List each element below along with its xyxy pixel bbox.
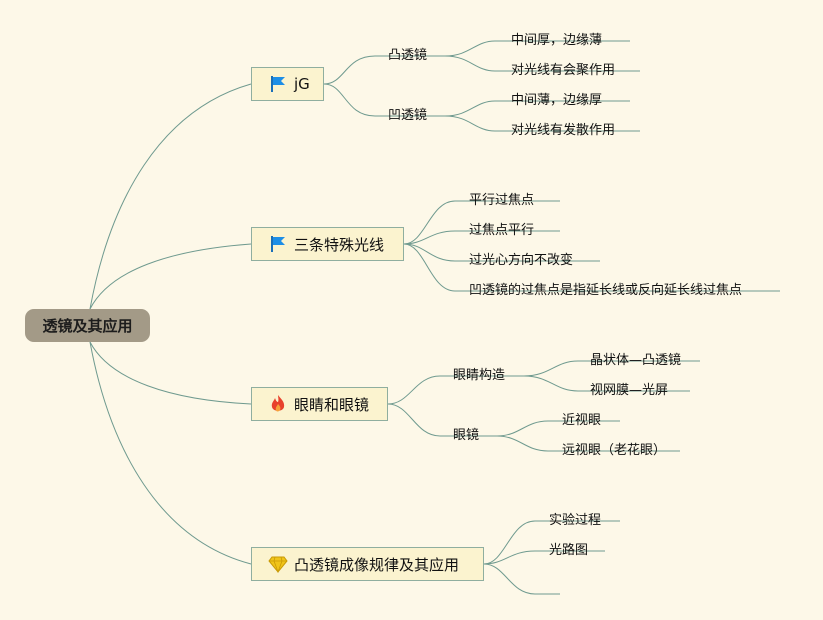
leaf-item[interactable]: 过焦点平行	[469, 223, 535, 238]
connector-b2-leaf4	[403, 243, 456, 292]
leaf-item[interactable]: 凹透镜的过焦点是指延长线或反向延长线过焦点	[469, 283, 743, 298]
leaf-item[interactable]: 晶状体—凸透镜	[590, 353, 682, 368]
leaf-item[interactable]: 对光线有发散作用	[511, 123, 616, 138]
connector-root-b1	[89, 83, 252, 310]
connector-b3-sub2	[387, 403, 441, 437]
subtopic-glasses[interactable]: 眼镜	[453, 428, 480, 443]
connector-b2-leaf1	[403, 200, 456, 245]
subtopic-concave-lens[interactable]: 凹透镜	[388, 108, 428, 123]
fire-icon	[268, 394, 288, 414]
connector-b3sub1-leaf2	[523, 375, 579, 392]
root-topic[interactable]: 透镜及其应用	[25, 309, 150, 342]
connector-sub2-leaf2	[444, 115, 496, 132]
connector-sub1-leaf2	[444, 55, 496, 72]
connector-b1-sub2	[323, 83, 376, 117]
leaf-item[interactable]: 对光线有会聚作用	[511, 63, 616, 78]
gem-icon	[268, 554, 288, 574]
connector-b3sub1-leaf1	[523, 360, 579, 377]
connector-b4-leaf3	[483, 563, 536, 595]
connector-sub2-leaf1	[444, 100, 496, 117]
leaf-item[interactable]: 近视眼	[562, 413, 602, 428]
connector-root-b4	[89, 341, 252, 565]
branch-label: 眼睛和眼镜	[294, 395, 370, 414]
connector-b4-leaf2	[483, 550, 536, 565]
branch-label: 三条特殊光线	[294, 235, 385, 254]
leaf-item[interactable]: 光路图	[549, 543, 589, 558]
connector-b3-sub1	[387, 375, 441, 405]
leaf-item[interactable]: 远视眼（老花眼）	[562, 443, 667, 458]
connector-sub1-leaf1	[444, 40, 496, 57]
branch-imaging-rules[interactable]: 凸透镜成像规律及其应用	[251, 547, 484, 581]
branch-jg[interactable]: jG	[251, 67, 324, 101]
leaf-item[interactable]: 实验过程	[549, 513, 602, 528]
connector-b4-leaf1	[483, 520, 536, 565]
leaf-item[interactable]: 过光心方向不改变	[469, 253, 574, 268]
leaf-item[interactable]: 平行过焦点	[469, 193, 535, 208]
connector-b3sub2-leaf1	[496, 420, 549, 437]
branch-label: jG	[294, 75, 310, 93]
connector-root-b3	[89, 341, 252, 405]
connector-b1-sub1	[323, 55, 376, 85]
subtopic-convex-lens[interactable]: 凸透镜	[388, 48, 428, 63]
flag-icon	[268, 234, 288, 254]
flag-icon	[268, 74, 288, 94]
branch-label: 凸透镜成像规律及其应用	[294, 555, 460, 574]
connector-b2-leaf2	[403, 230, 456, 245]
leaf-item[interactable]: 视网膜—光屏	[590, 383, 669, 398]
root-topic-label: 透镜及其应用	[42, 317, 133, 335]
leaf-item[interactable]: 中间厚，边缘薄	[511, 33, 603, 48]
leaf-item[interactable]: 中间薄，边缘厚	[511, 93, 603, 108]
branch-eye-glasses[interactable]: 眼睛和眼镜	[251, 387, 388, 421]
subtopic-eye-structure[interactable]: 眼睛构造	[453, 368, 506, 383]
branch-special-rays[interactable]: 三条特殊光线	[251, 227, 404, 261]
connector-b3sub2-leaf2	[496, 435, 549, 452]
connector-root-b2	[89, 243, 252, 310]
